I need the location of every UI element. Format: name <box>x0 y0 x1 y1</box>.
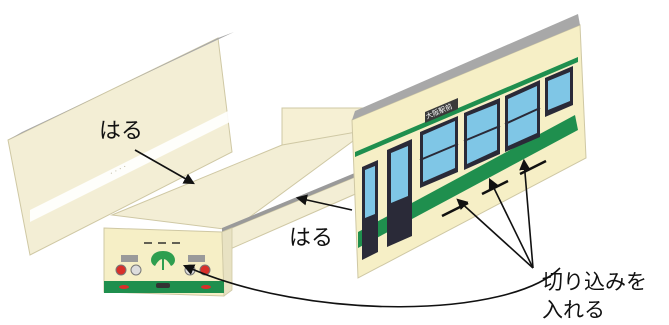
label-insert-line2: 入れる <box>542 298 605 322</box>
arrow-insert-1 <box>456 198 534 269</box>
front-coupler <box>156 283 170 288</box>
door-center <box>387 139 412 247</box>
front-grille-right <box>188 255 205 262</box>
label-insert-line1: 切り込みを <box>542 270 647 294</box>
front-grille-left <box>121 255 138 262</box>
front-red-marker-left <box>119 285 129 289</box>
arrow-insert-2 <box>488 177 534 269</box>
ginkgo-emblem-icon <box>151 251 175 270</box>
side-green-line-upper <box>355 57 578 157</box>
door-left <box>362 160 378 260</box>
instruction-arrows <box>134 149 561 308</box>
left-side-panel: ・・・・ <box>7 32 234 256</box>
window-4 <box>545 66 573 117</box>
window-1 <box>419 116 459 188</box>
headlight-left-white-icon <box>130 264 142 276</box>
label-paste-left: はる <box>99 119 143 144</box>
arrow-paste-left <box>134 149 195 185</box>
train-front-face <box>103 227 233 297</box>
side-green-stripe <box>358 115 578 248</box>
train-side-panel: 大阪駅前 <box>351 14 587 279</box>
arrow-paste-center <box>295 194 353 211</box>
label-paste-center: はる <box>289 226 333 251</box>
arrow-insert-front <box>182 264 561 308</box>
window-3 <box>504 80 541 152</box>
arrow-insert-3 <box>519 158 534 269</box>
paste-strip-rim <box>222 170 362 232</box>
headlight-left-red-icon <box>115 264 127 276</box>
front-side-tab <box>221 227 233 297</box>
side-panel-top-rim <box>352 14 580 120</box>
window-2 <box>463 98 501 170</box>
front-red-marker-right <box>201 285 211 289</box>
left-panel-bottom-strip <box>30 110 230 222</box>
